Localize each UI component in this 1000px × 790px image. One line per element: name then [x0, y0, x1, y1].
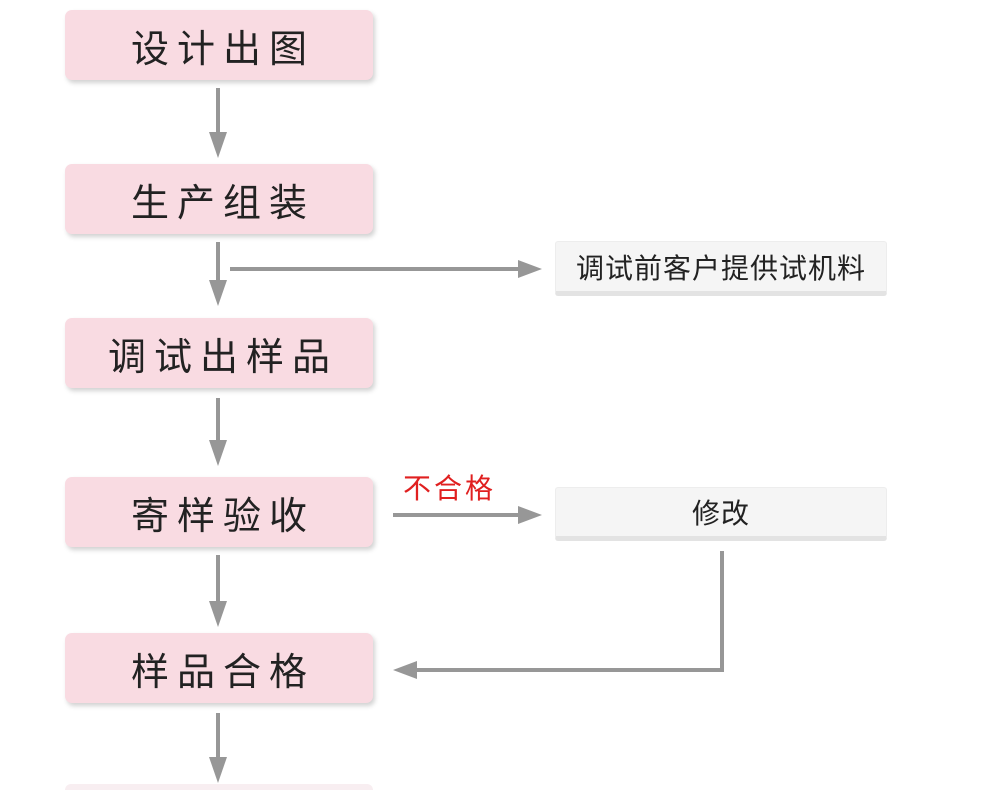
- step-box-design: 设计出图: [65, 10, 373, 80]
- step-box-sample-qualified: 样品合格: [65, 633, 373, 703]
- arrow-line: [216, 713, 220, 757]
- note-label: 调试前客户提供试机料: [575, 252, 866, 284]
- arrow-line: [393, 513, 520, 517]
- arrow-line: [720, 551, 724, 672]
- arrow-line: [216, 242, 220, 280]
- arrow-line: [230, 267, 520, 271]
- arrow-line: [216, 555, 220, 601]
- note-label: 修改: [691, 498, 750, 529]
- arrow-line: [216, 88, 220, 132]
- arrowhead-down-icon: [209, 132, 227, 158]
- step-label: 调试出样品: [107, 336, 338, 379]
- arrowhead-down-icon: [209, 440, 227, 466]
- arrow-line: [216, 398, 220, 440]
- unqualified-label: 不合格: [403, 473, 497, 504]
- arrowhead-right-icon: [518, 506, 542, 524]
- arrowhead-left-icon: [393, 661, 417, 679]
- note-box-modify: 修改: [555, 487, 887, 541]
- arrowhead-down-icon: [209, 757, 227, 783]
- step-box-production: 生产组装: [65, 164, 373, 234]
- note-box-trial-materials: 调试前客户提供试机料: [555, 241, 887, 296]
- arrow-line: [415, 668, 724, 672]
- step-label: 生产组装: [130, 182, 315, 225]
- arrowhead-right-icon: [518, 260, 542, 278]
- step-box-sample-acceptance: 寄样验收: [65, 477, 373, 547]
- arrowhead-down-icon: [209, 601, 227, 627]
- next-step-box-partial: [65, 784, 373, 790]
- step-label: 寄样验收: [130, 495, 315, 538]
- step-label: 设计出图: [130, 28, 315, 71]
- step-box-debug-sample: 调试出样品: [65, 318, 373, 388]
- step-label: 样品合格: [130, 651, 315, 694]
- arrowhead-down-icon: [209, 280, 227, 306]
